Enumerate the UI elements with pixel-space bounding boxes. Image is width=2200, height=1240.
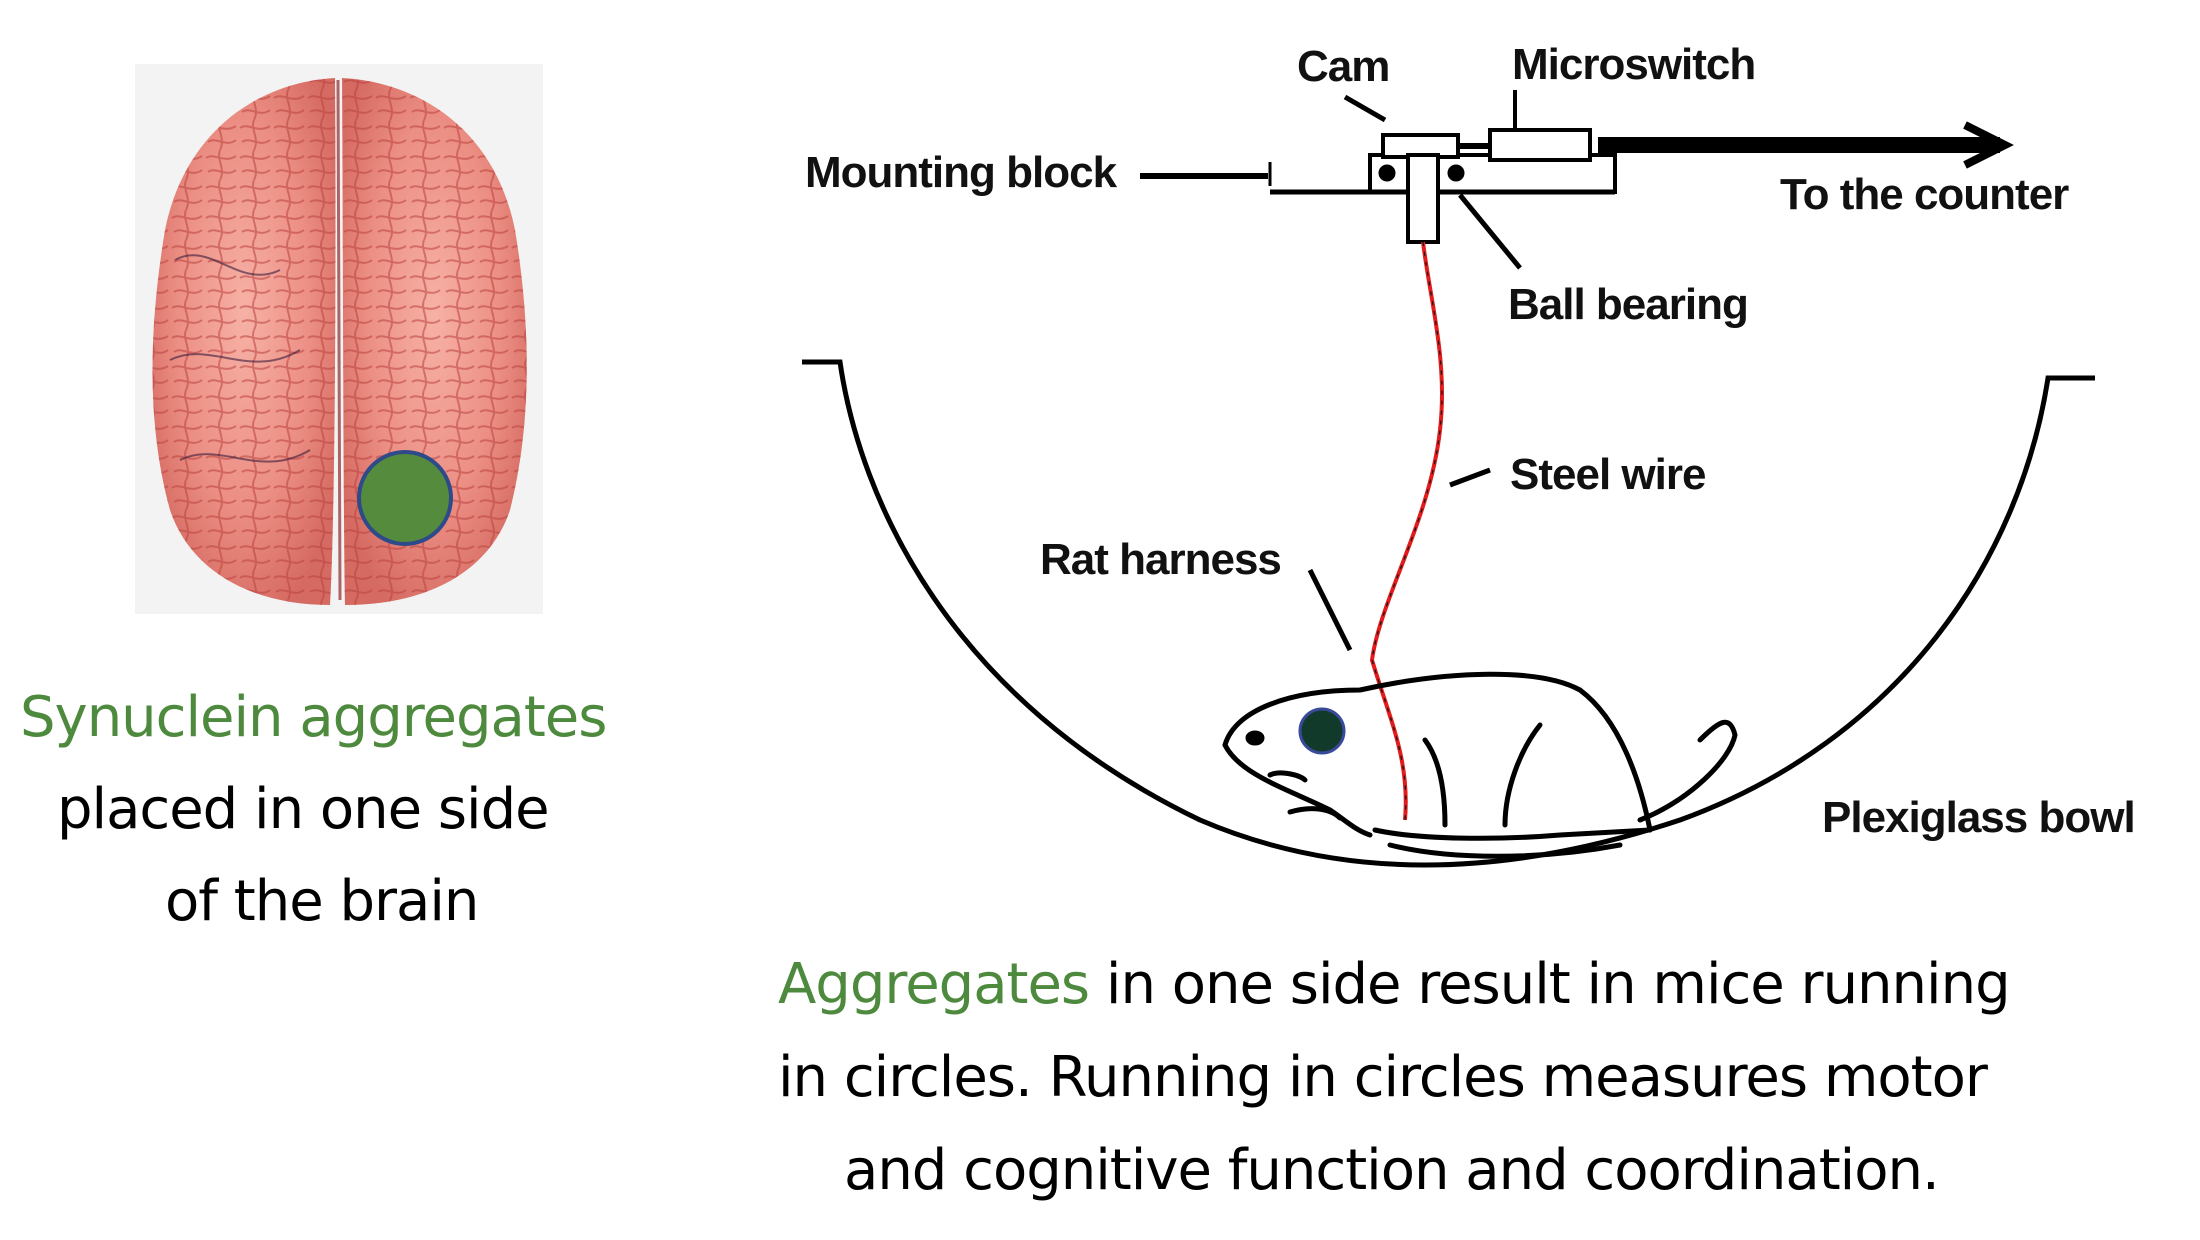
label-to-counter: To the counter [1780, 170, 2069, 219]
left-caption-highlight: Synuclein aggregates [20, 685, 607, 750]
right-caption-line1: Aggregates in one side result in mice ru… [778, 957, 2011, 1013]
label-cam: Cam [1297, 42, 1390, 91]
left-caption-line2: placed in one side [57, 777, 550, 842]
label-microswitch: Microswitch [1512, 40, 1756, 89]
steel-wire [1369, 241, 1444, 821]
label-ball-bearing: Ball bearing [1508, 280, 1749, 329]
left-caption-line3: of the brain [165, 869, 479, 934]
mouse-drawing [1222, 671, 1738, 859]
label-rat-harness: Rat harness [1040, 535, 1282, 584]
right-caption-highlight: Aggregates [778, 952, 1090, 1017]
rotation-apparatus [1140, 90, 2014, 270]
right-caption-line3: and cognitive function and coordination. [844, 1138, 1940, 1203]
right-caption-line1-rest: in one side result in mice running [1089, 952, 2011, 1017]
aggregate-dot [357, 450, 453, 546]
label-steel-wire: Steel wire [1510, 450, 1706, 499]
plexiglass-bowl [802, 359, 2095, 868]
brain-image [135, 64, 543, 614]
mouse-eye-dot [1298, 707, 1346, 755]
label-mounting-block: Mounting block [805, 148, 1117, 197]
right-caption-line2: in circles. Running in circles measures … [778, 1045, 1988, 1110]
label-plexiglass-bowl: Plexiglass bowl [1822, 793, 2136, 842]
